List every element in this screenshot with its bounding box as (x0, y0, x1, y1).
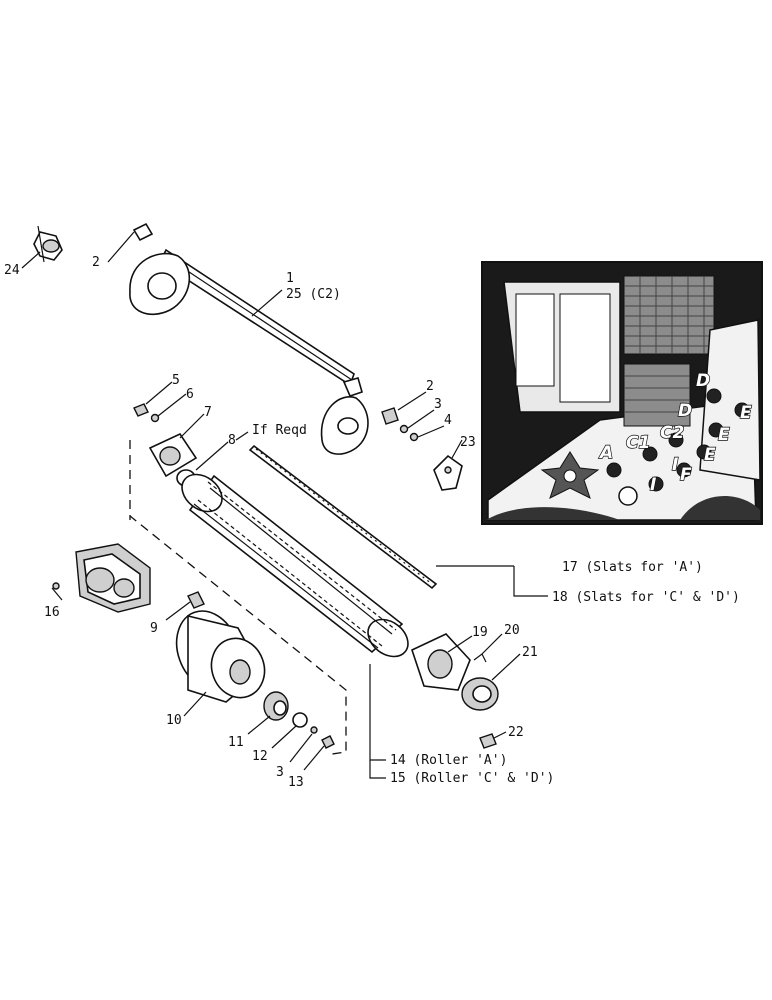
callout-16: 16 (44, 605, 60, 620)
inset-marker-i2: I (672, 455, 678, 475)
part-11-coupling (263, 691, 289, 721)
inset-marker-i1: I (650, 475, 656, 495)
callout-4: 4 (444, 413, 452, 428)
part-1-frame (129, 222, 369, 455)
inset-marker-f: F (680, 465, 692, 485)
callout-11: 11 (228, 735, 244, 750)
inset-marker-a: A (598, 443, 613, 463)
callout-9: 9 (150, 621, 158, 636)
part-14-roller (181, 473, 409, 658)
inset-marker-e2: E (718, 425, 730, 445)
part-13-screw (321, 735, 335, 749)
callout-6: 6 (186, 387, 194, 402)
callout-3: 3 (434, 397, 442, 412)
callout-7: 7 (204, 405, 212, 420)
part-2-3-4-fasteners (381, 407, 419, 442)
callout-23: 23 (460, 435, 476, 450)
callout-3b: 3 (276, 765, 284, 780)
part-22-bolt (479, 733, 497, 749)
part-9-bolt (187, 591, 205, 609)
part-23-bracket (433, 454, 463, 491)
inset-marker-e3: E (704, 445, 716, 465)
inset-tractor-view: A C1 C2 D D E E E F I I (481, 261, 763, 525)
callout-13: 13 (288, 775, 304, 790)
part-24-bracket (33, 225, 63, 263)
part-17-slat (248, 444, 438, 590)
part-19-coupling (411, 633, 471, 691)
inset-marker-e1: E (740, 403, 752, 423)
part-7-flange (148, 432, 198, 478)
callout-21: 21 (522, 645, 538, 660)
callout-12: 12 (252, 749, 268, 764)
callout-20: 20 (504, 623, 520, 638)
callout-1: 1 (286, 271, 294, 286)
part-21-flange (461, 677, 499, 711)
callout-2b: 2 (426, 379, 434, 394)
callout-19: 19 (472, 625, 488, 640)
note-roller-cd: 15 (Roller 'C' & 'D') (390, 771, 554, 786)
callout-10: 10 (166, 713, 182, 728)
callout-25: 25 (C2) (286, 287, 341, 302)
callout-22: 22 (508, 725, 524, 740)
callout-24: 24 (4, 263, 20, 278)
callout-2: 2 (92, 255, 100, 270)
callout-5: 5 (172, 373, 180, 388)
part-12-washer (292, 712, 308, 728)
part-10-motor (175, 610, 266, 703)
inset-marker-d1: D (696, 371, 710, 391)
note-if-reqd: If Reqd (252, 423, 307, 438)
note-slats-cd: 18 (Slats for 'C' & 'D') (552, 590, 740, 605)
note-slats-a: 17 (Slats for 'A') (562, 560, 703, 575)
inset-marker-c1: C1 (626, 433, 650, 453)
inset-marker-d2: D (678, 401, 692, 421)
callout-8: 8 (228, 433, 236, 448)
note-roller-a: 14 (Roller 'A') (390, 753, 507, 768)
inset-marker-c2: C2 (660, 423, 684, 443)
part-5-6-bolt (133, 403, 160, 423)
part-16-gearbox (52, 543, 151, 613)
